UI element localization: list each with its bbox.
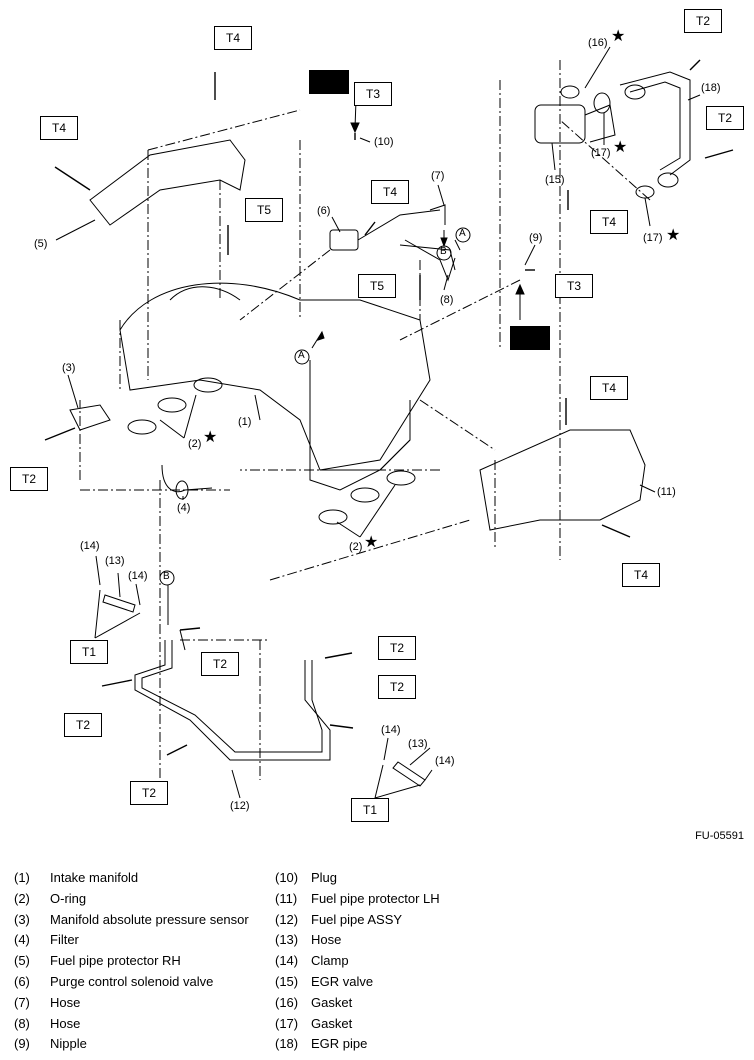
callout-label: (8) [440,294,454,306]
callout-label: (1) [238,416,252,428]
torque-box: T3 [555,274,593,298]
torque-box: T2 [684,9,722,33]
legend-item: (3)Manifold absolute pressure sensor [14,911,249,927]
callout-label: (13) [408,738,428,750]
torque-box: T5 [245,198,283,222]
callout-label: (14) [435,755,455,767]
torque-box: T4 [214,26,252,50]
callout-label: (14) [381,724,401,736]
legend-item: (8)Hose [14,1015,81,1031]
legend-item: (5)Fuel pipe protector RH [14,953,181,969]
callout-label: (11) [657,486,676,498]
marker-b: B [440,246,447,257]
star-icon: ★ [666,227,681,244]
callout-label: (18) [701,82,721,94]
callout-label: (2) [349,541,363,553]
legend-item: (6)Purge control solenoid valve [14,973,214,989]
callout-label: (12) [230,800,250,812]
torque-box: T2 [706,106,744,130]
star-icon: ★ [203,429,218,446]
callout-label: (14) [128,570,148,582]
callout-label: (10) [374,136,394,148]
torque-box: T4 [622,563,660,587]
callout-label: (17) [591,147,611,159]
callout-label: (14) [80,540,100,552]
torque-box: T4 [590,210,628,234]
callout-label: (13) [105,555,125,567]
legend-item: (13)Hose [275,932,342,948]
callout-label: (4) [177,502,191,514]
legend-item: (17)Gasket [275,1015,353,1031]
callout-label: (2) [188,438,202,450]
torque-box: T2 [201,652,239,676]
torque-box: T5 [358,274,396,298]
legend-item: (11)Fuel pipe protector LH [275,890,440,906]
legend-item: (9)Nipple [14,1036,87,1052]
grease-applicator-icon [309,70,349,94]
star-icon: ★ [611,28,626,45]
callout-label: (9) [529,232,543,244]
legend-item: (7)Hose [14,994,81,1010]
legend-item: (1)Intake manifold [14,870,139,885]
torque-box: T2 [64,713,102,737]
torque-box: T1 [351,798,389,822]
legend-item: (4)Filter [14,932,79,948]
torque-box: T1 [70,640,108,664]
torque-box: T4 [371,180,409,204]
callout-label: (15) [545,174,565,186]
legend-item: (12)Fuel pipe ASSY [275,911,403,927]
torque-box: T4 [590,376,628,400]
callout-label: (5) [34,238,48,250]
star-icon: ★ [613,139,628,156]
callout-label: (6) [317,205,331,217]
legend-item: (10)Plug [275,870,338,885]
legend-item: (14)Clamp [275,953,349,969]
legend-item: (18)EGR pipe [275,1036,368,1052]
legend-right: (10)Plug (11)Fuel pipe protector LH (12)… [275,868,440,1055]
callout-label: (7) [431,170,445,182]
figure-id: FU-05591 [695,830,744,842]
marker-a: A [298,350,305,361]
legend-left: (1)Intake manifold (2)O-ring (3)Manifold… [14,868,249,1055]
star-icon: ★ [364,534,379,551]
torque-box: T2 [378,636,416,660]
callout-label: (17) [643,232,663,244]
marker-b: B [163,571,170,582]
grease-applicator-icon [510,326,550,350]
legend-item: (15)EGR valve [275,973,374,989]
legend-item: (2)O-ring [14,890,87,906]
legend-item: (16)Gasket [275,994,353,1010]
marker-a: A [459,228,466,239]
diagram-linework [44,46,734,799]
torque-box: T2 [130,781,168,805]
torque-box: T2 [378,675,416,699]
exploded-diagram: T4 T4 T5 T3 T4 T5 T3 T2 T2 T4 T4 T4 T2 T… [10,9,744,842]
callout-label: (3) [62,362,76,374]
callout-label: (16) [588,37,608,49]
torque-box: T3 [354,82,392,106]
torque-box: T2 [10,467,48,491]
torque-box: T4 [40,116,78,140]
